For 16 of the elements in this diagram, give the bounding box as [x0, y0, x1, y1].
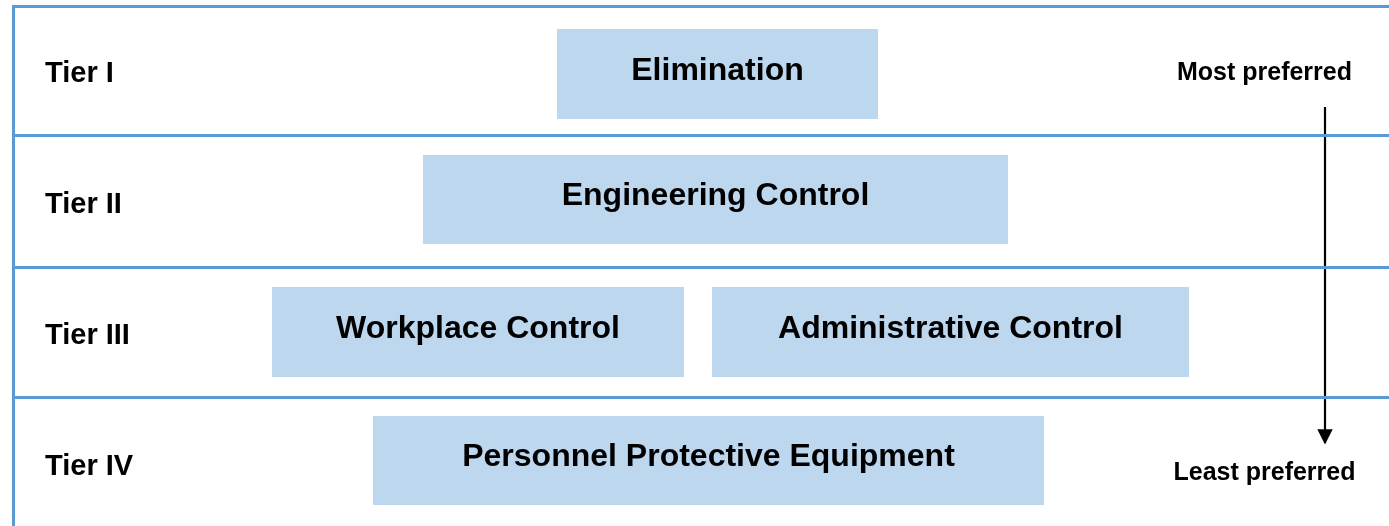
arrow — [1317, 107, 1333, 445]
control-box: Administrative Control — [712, 287, 1189, 377]
tier-label: Tier IV — [45, 448, 134, 482]
control-box: Elimination — [557, 29, 878, 119]
tier-label: Tier II — [45, 186, 122, 219]
tier-label: Tier I — [45, 55, 114, 89]
tier-label: Tier III — [45, 317, 130, 350]
tier-band — [12, 396, 1389, 526]
control-box: Personnel Protective Equipment — [373, 416, 1044, 505]
tier-band — [12, 266, 1389, 398]
control-box: Engineering Control — [423, 155, 1008, 244]
preference-label: Least preferred — [1140, 453, 1389, 489]
tier-band — [12, 5, 1389, 136]
tier-band — [12, 134, 1389, 268]
preference-label: Most preferred — [1140, 53, 1389, 89]
control-box: Workplace Control — [272, 287, 684, 377]
